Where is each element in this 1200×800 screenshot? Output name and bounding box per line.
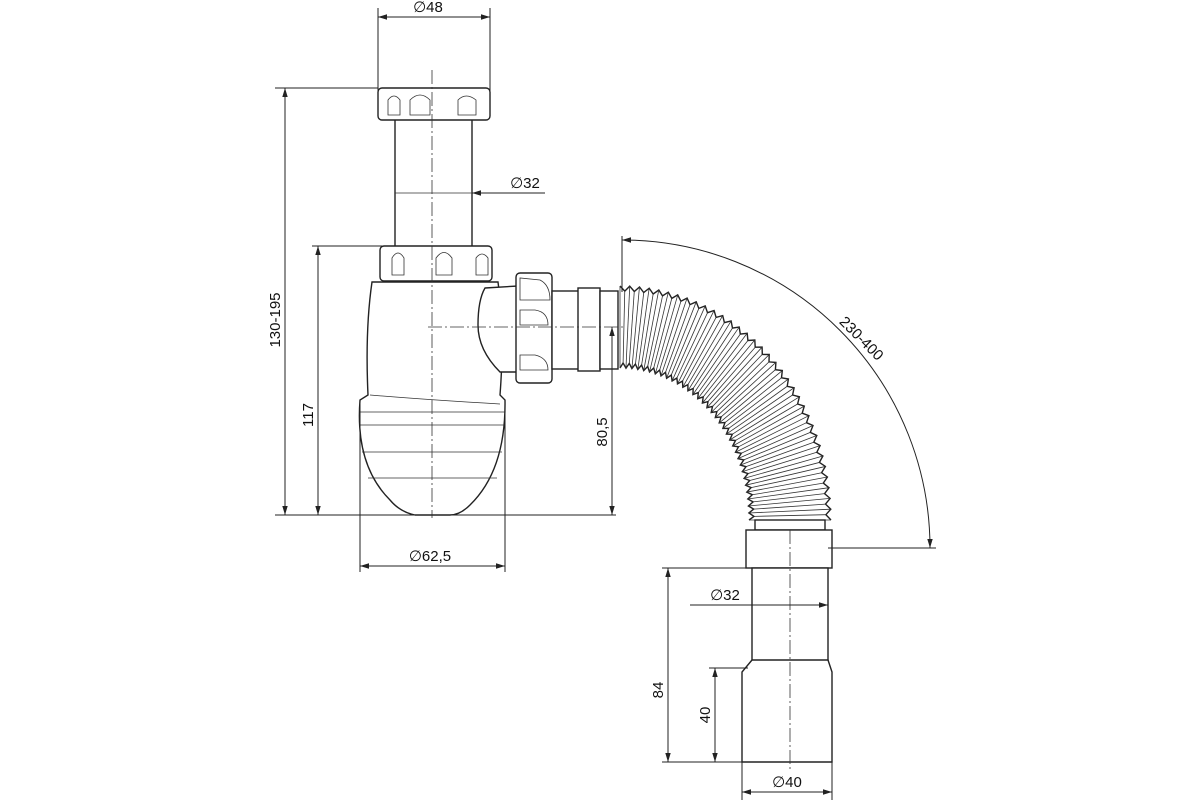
centerlines [428,70,791,772]
extension-lines [275,8,936,800]
hose-coupling [599,290,619,370]
upper-pipe [394,117,473,249]
top-nut [377,87,491,121]
hose-rib [625,286,631,369]
dim-body-diameter: ∅62,5 [409,548,451,565]
hose-rib [753,514,826,517]
outlet-nut [515,272,553,384]
hose-end-collar [754,519,826,531]
dim-upper-pipe-diameter: ∅32 [510,175,540,192]
side-outlet-bulge [477,285,519,373]
dim-socket-diameter: ∅40 [772,774,802,791]
hose-rib [748,508,831,514]
corrugated-hose [619,285,832,521]
dim-body-height: 117 [300,403,317,427]
lower-fitting [741,519,833,763]
dim-total-height: 130-195 [267,292,284,347]
lower-socket [741,659,833,763]
dim-top-nut-diameter: ∅48 [413,0,443,16]
outlet-collar [577,287,601,372]
dim-hose-length: 230-400 [836,313,887,364]
dim-outlet-length: 84 [650,682,667,699]
lower-nut-collar [745,529,833,569]
dim-outlet-pipe-diameter: ∅32 [710,587,740,604]
outlet-pipe [551,290,583,370]
dimension-lines [282,14,933,795]
dim-outlet-height: 80,5 [594,417,611,446]
siphon-body [358,87,619,516]
dim-socket-length: 40 [697,707,714,724]
hose-rib [622,291,626,364]
